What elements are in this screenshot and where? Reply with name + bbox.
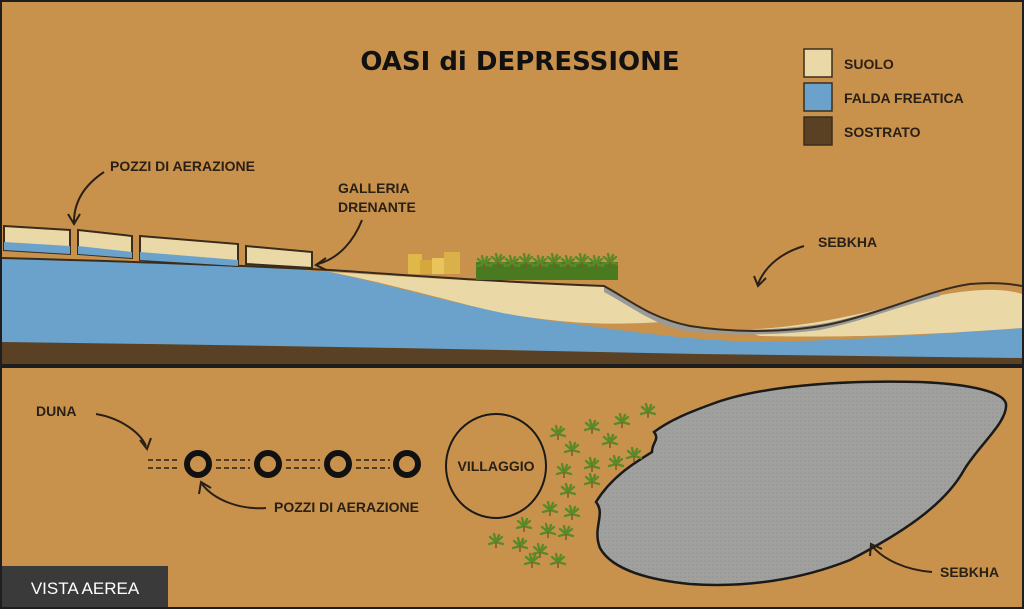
gallery-label-line2: DRENANTE: [338, 199, 416, 215]
sebkha-label-aerial: SEBKHA: [940, 564, 999, 580]
view-label-box: [2, 566, 168, 607]
aeration-well-blocks: [3, 224, 313, 270]
gallery-arrow: [317, 219, 363, 265]
village-circle: [445, 413, 547, 519]
dune-label: DUNA: [36, 403, 76, 419]
aeration-well-3: [324, 450, 352, 478]
sebkha-arrow-aerial: [871, 545, 933, 573]
aeration-well-1: [184, 450, 212, 478]
legend-label-water: FALDA FREATICA: [844, 90, 964, 106]
wells-label-aerial: POZZI DI AERAZIONE: [274, 499, 419, 515]
legend-swatch-water: [803, 82, 833, 112]
aeration-well-2: [254, 450, 282, 478]
village-buildings: [408, 252, 460, 274]
gallery-label-line1: GALLERIA: [338, 180, 410, 196]
aerial-wells: [148, 450, 421, 478]
legend-label-soil: SUOLO: [844, 56, 894, 72]
ground-surface: [1, 257, 1023, 332]
wells-label-section: POZZI DI AERAZIONE: [110, 158, 255, 174]
wells-arrow-aerial: [201, 483, 267, 510]
village-label: VILLAGGIO: [458, 458, 535, 474]
substrate-layer: [2, 340, 1022, 364]
sebkha-area: [594, 380, 1008, 587]
water-table-layer: [2, 258, 1022, 358]
legend-label-substrate: SOSTRATO: [844, 124, 921, 140]
diagram-title: OASI di DEPRESSIONE: [360, 47, 679, 77]
panel-divider: [0, 364, 1024, 368]
dune-arrow: [95, 413, 147, 447]
sebkha-arrow-section: [757, 245, 805, 285]
sebkha-label-section: SEBKHA: [818, 234, 877, 250]
wells-arrow: [73, 171, 105, 223]
legend-swatch-soil: [803, 48, 833, 78]
legend-swatch-substrate: [803, 116, 833, 146]
oasis-palms: [475, 252, 619, 280]
aeration-well-4: [393, 450, 421, 478]
view-label: VISTA AEREA: [31, 579, 140, 598]
legend: SUOLO FALDA FREATICA SOSTRATO: [803, 48, 964, 146]
